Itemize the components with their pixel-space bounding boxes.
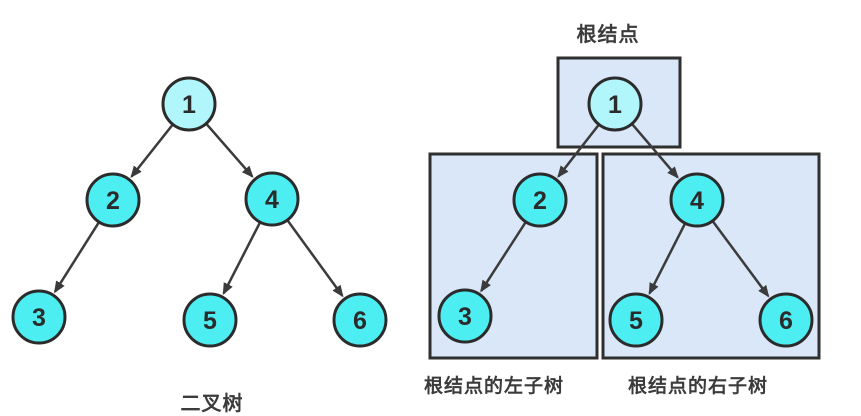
tree-node-1: 1	[587, 76, 643, 132]
tree-node-6: 6	[332, 292, 388, 348]
node-circle-5	[182, 292, 238, 348]
tree-node-4: 4	[669, 172, 725, 228]
edge-arrow-1-to-2	[130, 123, 174, 179]
edge-arrow-4-to-5	[222, 221, 262, 296]
node-circle-4	[669, 172, 725, 228]
edge-arrow-1-to-4	[630, 122, 679, 179]
tree-node-5: 5	[608, 292, 664, 348]
node-circle-6	[758, 292, 814, 348]
node-circle-4	[244, 171, 300, 227]
left-subtree-caption: 根结点的左子树	[423, 376, 565, 397]
edge-arrow-2-to-3	[53, 221, 101, 294]
node-circle-1	[587, 76, 643, 132]
node-circle-6	[332, 292, 388, 348]
node-label-5: 5	[203, 307, 217, 335]
root-node-title: 根结点	[576, 24, 640, 46]
tree-node-5: 5	[182, 292, 238, 348]
right-subtree-caption: 根结点的右子树	[627, 376, 769, 397]
node-label-3: 3	[32, 304, 46, 332]
edge-arrow-1-to-2	[557, 123, 600, 178]
edge-arrow-2-to-3	[480, 221, 527, 293]
node-label-2: 2	[106, 187, 120, 215]
node-label-1: 1	[608, 91, 622, 119]
node-label-6: 6	[779, 307, 793, 335]
tree-node-4: 4	[244, 171, 300, 227]
node-label-3: 3	[458, 303, 472, 331]
node-label-1: 1	[182, 91, 196, 119]
tree-node-6: 6	[758, 292, 814, 348]
tree-node-2: 2	[512, 172, 568, 228]
node-circle-3	[11, 289, 67, 345]
tree-node-1: 1	[161, 76, 217, 132]
edge-arrow-4-to-5	[648, 222, 687, 296]
annotated-binary-tree: 1 2 4 3 5 6	[428, 56, 821, 360]
node-label-4: 4	[265, 186, 279, 214]
tree-node-3: 3	[437, 288, 493, 344]
edge-arrow-4-to-6	[711, 220, 770, 298]
edge-arrow-4-to-6	[286, 219, 344, 298]
node-label-6: 6	[353, 307, 367, 335]
node-circle-2	[85, 172, 141, 228]
node-label-5: 5	[629, 307, 643, 335]
node-label-2: 2	[533, 187, 547, 215]
binary-tree-caption: 二叉树	[180, 393, 244, 415]
tree-node-2: 2	[85, 172, 141, 228]
node-label-4: 4	[690, 187, 704, 215]
node-circle-5	[608, 292, 664, 348]
edge-arrow-1-to-4	[205, 122, 254, 178]
tree-node-3: 3	[11, 289, 67, 345]
plain-binary-tree: 1 2 4 3 5 6	[11, 76, 388, 348]
node-circle-2	[512, 172, 568, 228]
node-circle-3	[437, 288, 493, 344]
node-circle-1	[161, 76, 217, 132]
